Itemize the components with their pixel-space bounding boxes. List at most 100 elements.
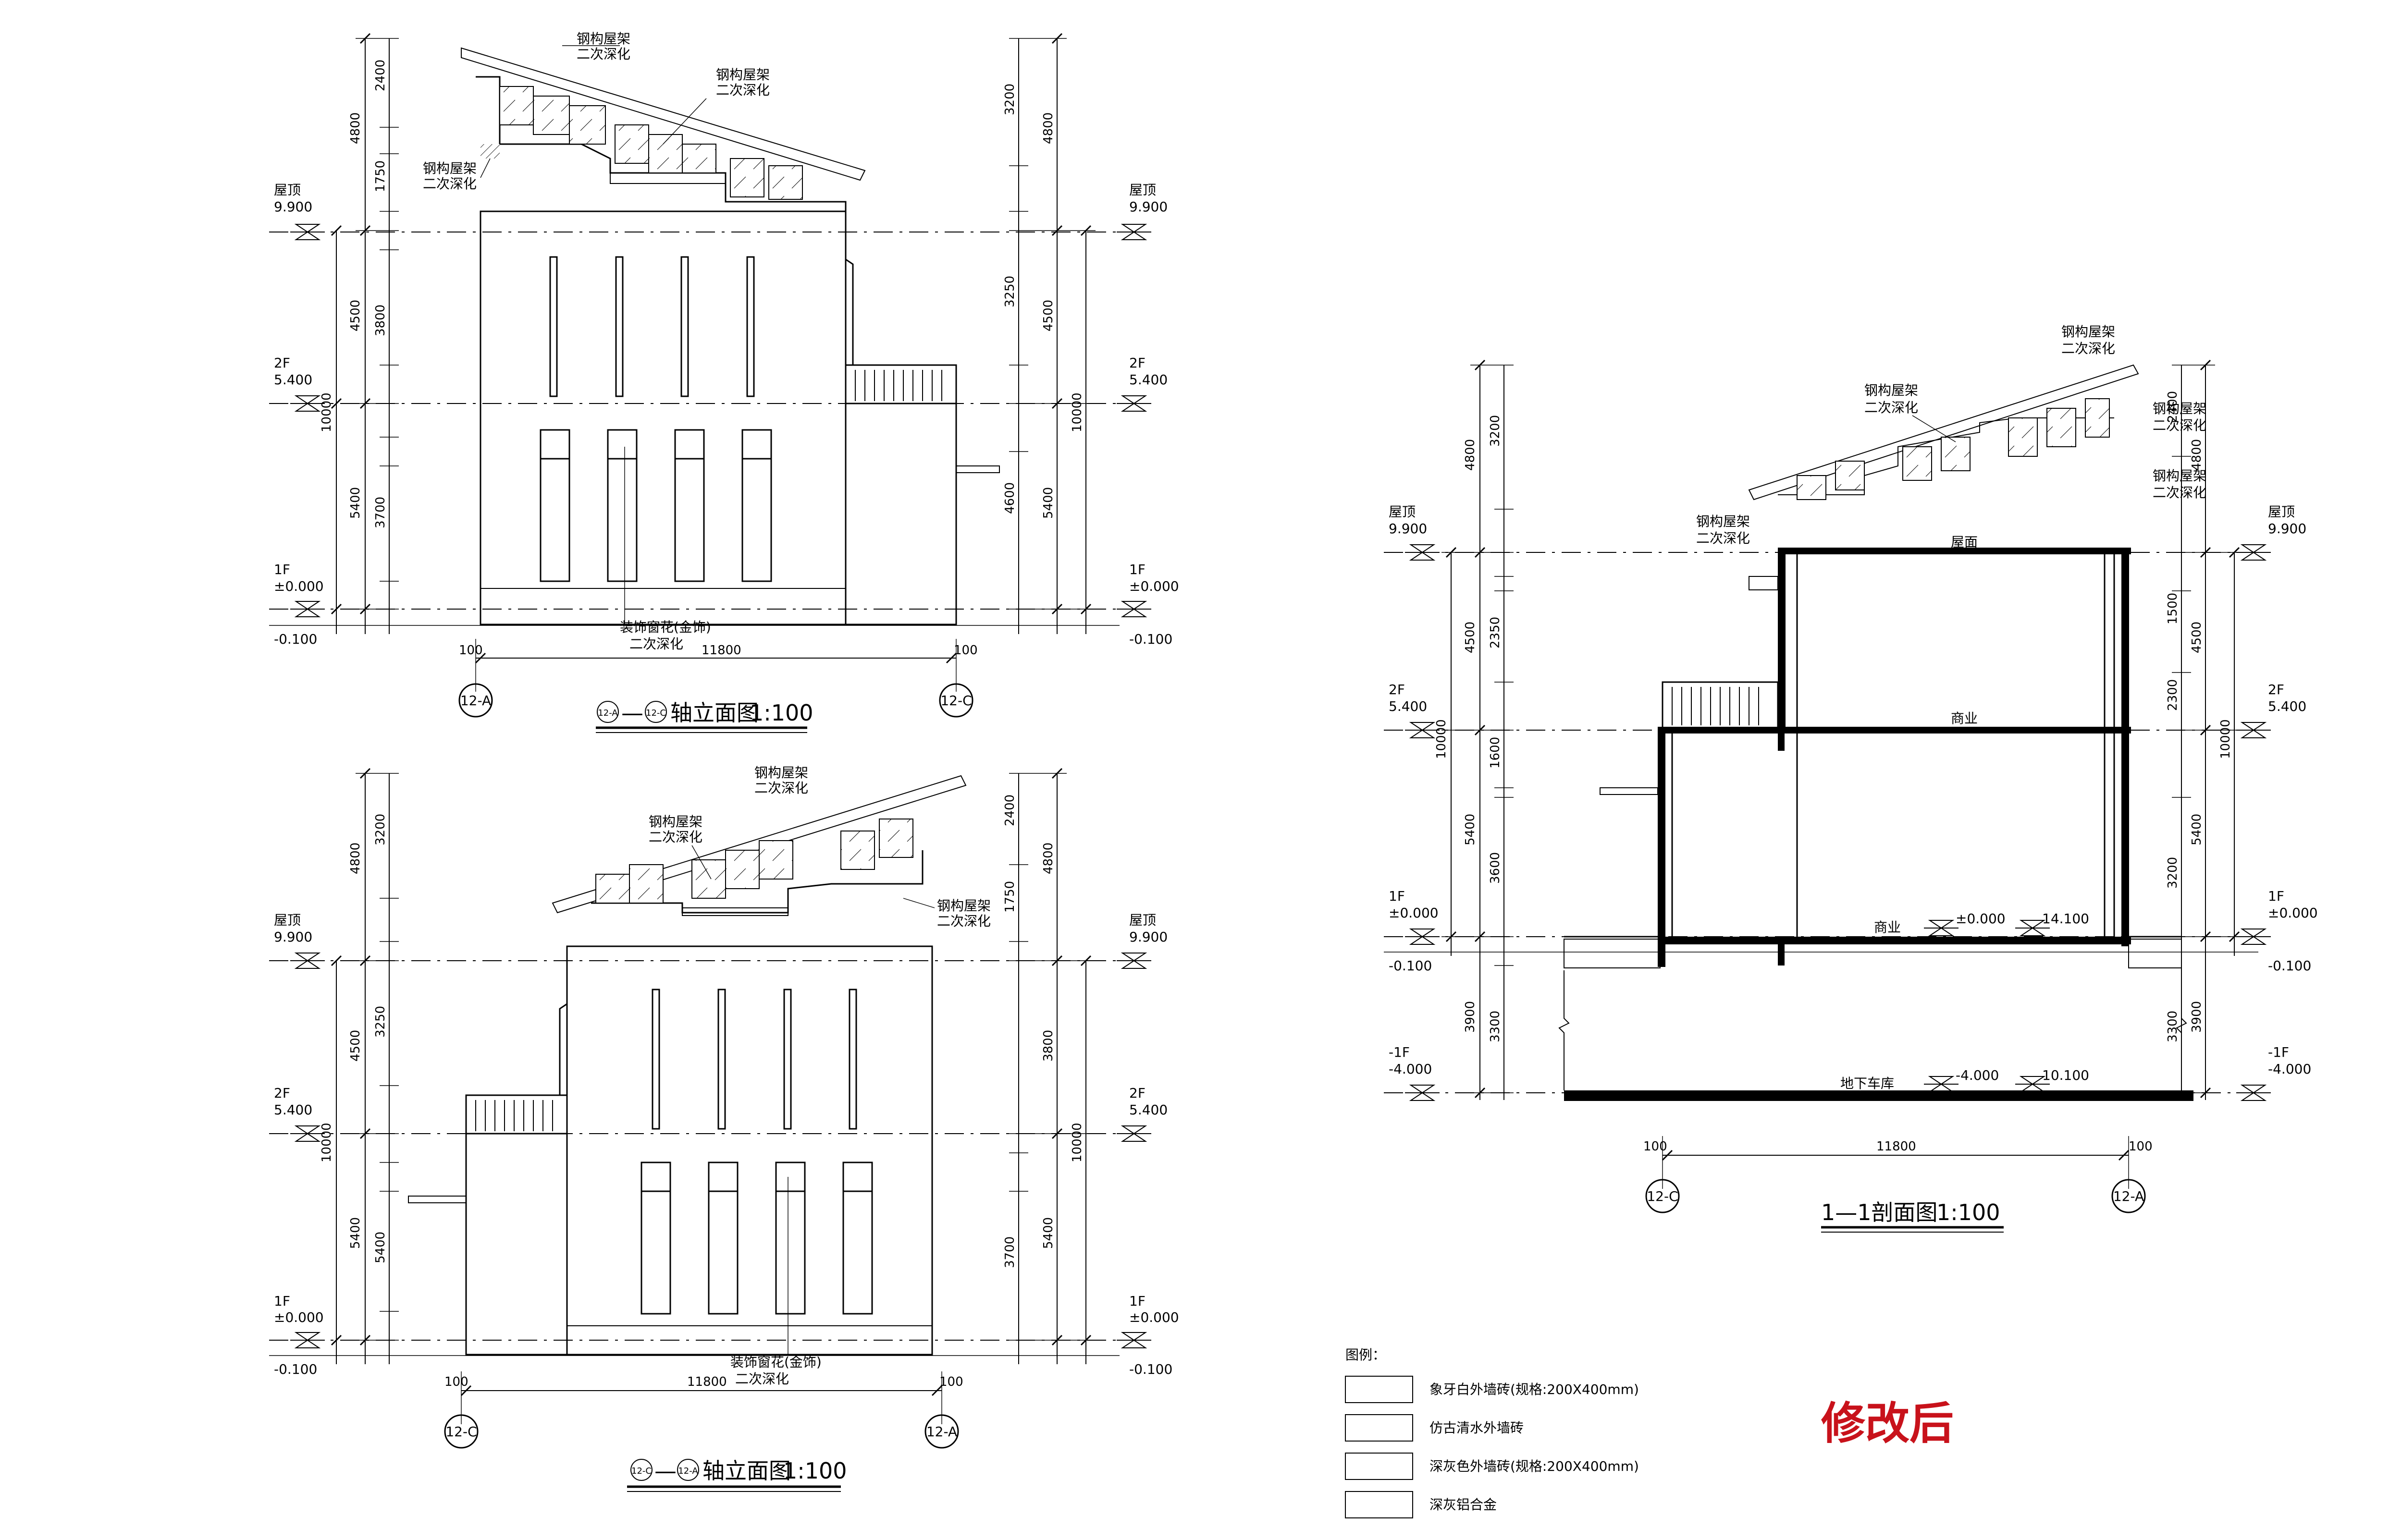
dim3-3900-r: 3900: [2190, 1001, 2204, 1033]
title1-scale: 1:100: [750, 700, 813, 726]
dim2-5400-r: 5400: [1041, 1217, 1056, 1249]
dim-edge-right: 100: [954, 643, 978, 658]
elevation-c-a: 4800 4500 5400 10000 3200 3250 5400 4800…: [269, 765, 1179, 1492]
room-commercial-1f: 商业: [1874, 919, 1901, 935]
dim3-edge-l: 100: [1643, 1139, 1667, 1154]
ground-floor-slab: [1663, 937, 2131, 944]
dim3-span: 11800: [1876, 1139, 1916, 1154]
dim-5400: 5400: [348, 487, 363, 519]
note3-steel-4: 钢构屋架: [2153, 468, 2206, 484]
level-ground-elev-r: -0.100: [1129, 631, 1172, 647]
lv2-1f: 1F: [274, 1293, 290, 1309]
side-brick-wall: [845, 403, 957, 625]
legend-item-brick: 仿古清水外墙砖: [1429, 1420, 1524, 1436]
axis-bubble-a: 12-A: [460, 693, 491, 709]
dim-4500: 4500: [348, 300, 363, 331]
lv3-b1: -1F: [1389, 1044, 1410, 1060]
level-roof-label-r: 屋顶: [1129, 182, 1156, 198]
note-steel-roof-3: 钢构屋架: [423, 160, 477, 176]
title2-axis-c: 12-C: [631, 1466, 652, 1476]
lv3-roof-elev-r: 9.900: [2268, 521, 2306, 537]
lower-windows: [540, 429, 772, 582]
dim2-3800-r: 3800: [1041, 1030, 1056, 1062]
section-roof: [1748, 364, 2139, 501]
dim-10000-r: 10000: [1070, 392, 1084, 432]
main-volume: [480, 210, 847, 625]
level-2f-elev: 5.400: [274, 372, 312, 388]
title1-text: 轴立面图: [670, 700, 759, 726]
note3-sec-1: 二次深化: [2061, 341, 2115, 356]
elevation-a-c: 4800 4500 5400 10000 2400 1750 3800 3700…: [269, 31, 1179, 733]
dim3-10000: 10000: [1434, 719, 1449, 759]
dim3-3900: 3900: [1463, 1001, 1478, 1033]
level-1f-label-r: 1F: [1129, 562, 1146, 577]
title2-axis-a: 12-A: [678, 1466, 698, 1476]
note3-steel-1: 钢构屋架: [2061, 324, 2115, 340]
note3-steel-3: 钢构屋架: [2153, 401, 2206, 416]
lv3-ground-r: -0.100: [2268, 958, 2311, 974]
basement-slab: [1564, 1090, 2193, 1101]
section-title: 1—1剖面图 1:100: [1821, 1199, 2004, 1233]
level-ground-elev: -0.100: [274, 631, 317, 647]
room-roof: 屋面: [1951, 534, 1978, 550]
dim3-4800-r: 4800: [2190, 439, 2204, 471]
dim3-5400-r: 5400: [2190, 814, 2204, 845]
dim-span: 11800: [702, 643, 741, 658]
note-decor-window: 装饰窗花(金饰): [620, 619, 711, 635]
lv3-2f-elev: 5.400: [1389, 698, 1427, 714]
section-title-scale: 1:100: [1936, 1199, 2000, 1225]
dim-3200-r: 3200: [1003, 84, 1017, 115]
level-roof-label: 屋顶: [274, 182, 301, 198]
note2-steel-1: 钢构屋架: [754, 765, 808, 781]
elevation-1-title: 12-A — 12-C 轴立面图 1:100: [596, 700, 813, 733]
lv3-1f: 1F: [1389, 888, 1405, 904]
dim-3700: 3700: [373, 497, 388, 528]
legend-swatch-brick: [1345, 1414, 1413, 1442]
sec-elev-1f: ±0.000: [1956, 911, 2006, 927]
axis2-bubble-a: 12-A: [926, 1424, 957, 1440]
lv3-b1-elev-r: -4.000: [2268, 1061, 2311, 1077]
lv2-1f-elev-r: ±0.000: [1129, 1309, 1179, 1325]
lv2-ground-r: -0.100: [1129, 1361, 1172, 1377]
lv3-1f-r: 1F: [2268, 888, 2284, 904]
dim2-4800: 4800: [348, 843, 363, 874]
lv3-ground: -0.100: [1389, 958, 1432, 974]
note3-sec-4: 二次深化: [2153, 485, 2206, 501]
lv2-2f-r: 2F: [1129, 1085, 1146, 1101]
dim2-3200: 3200: [373, 814, 388, 845]
dim3-3300: 3300: [1488, 1011, 1503, 1042]
dim3-5400: 5400: [1463, 814, 1478, 845]
elevation-2-title: 12-C — 12-A 轴立面图 1:100: [627, 1458, 847, 1492]
lv3-2f-r: 2F: [2268, 682, 2284, 697]
dim2-edge-r: 100: [939, 1375, 963, 1389]
roof-slab: [1780, 548, 2131, 554]
dim3-4500-r: 4500: [2190, 622, 2204, 653]
dim-2400: 2400: [373, 60, 388, 91]
dim2-2400-r: 2400: [1003, 794, 1017, 826]
note-steel-roof-1: 钢构屋架: [577, 31, 630, 47]
level-2f-label-r: 2F: [1129, 355, 1146, 371]
sec-elev-b1: -4.000: [1956, 1067, 1999, 1083]
sec-elev-14100: 14.100: [2042, 911, 2089, 927]
dim-3800: 3800: [373, 305, 388, 336]
note-secondary-2: 二次深化: [716, 82, 770, 98]
dim-4500-r: 4500: [1041, 300, 1056, 331]
dim3-3200-r: 3200: [2166, 857, 2180, 889]
note2-sec-2: 二次深化: [649, 829, 702, 845]
legend-title: 图例：: [1345, 1347, 1386, 1363]
lv2-ground: -0.100: [274, 1361, 317, 1377]
lv3-roof-r: 屋顶: [2268, 504, 2295, 520]
level-1f-elev: ±0.000: [274, 578, 324, 594]
level-roof-elev-r: 9.900: [1129, 199, 1168, 215]
legend-swatch-ivory: [1345, 1376, 1413, 1403]
legend: 图例： 象牙白外墙砖(规格:200X400mm) 仿古清水外墙砖 深灰色外墙砖(…: [1345, 1347, 1639, 1518]
title2-dash: —: [654, 1458, 677, 1484]
dim2-1750-r: 1750: [1003, 881, 1017, 913]
level-2f-elev-r: 5.400: [1129, 372, 1168, 388]
axis2-bubble-c: 12-C: [445, 1424, 477, 1440]
note3-steel-2: 钢构屋架: [1864, 382, 1918, 398]
dim2-4500: 4500: [348, 1030, 363, 1062]
dim-3250-r: 3250: [1003, 276, 1017, 307]
dim-4600-r: 4600: [1003, 482, 1017, 514]
